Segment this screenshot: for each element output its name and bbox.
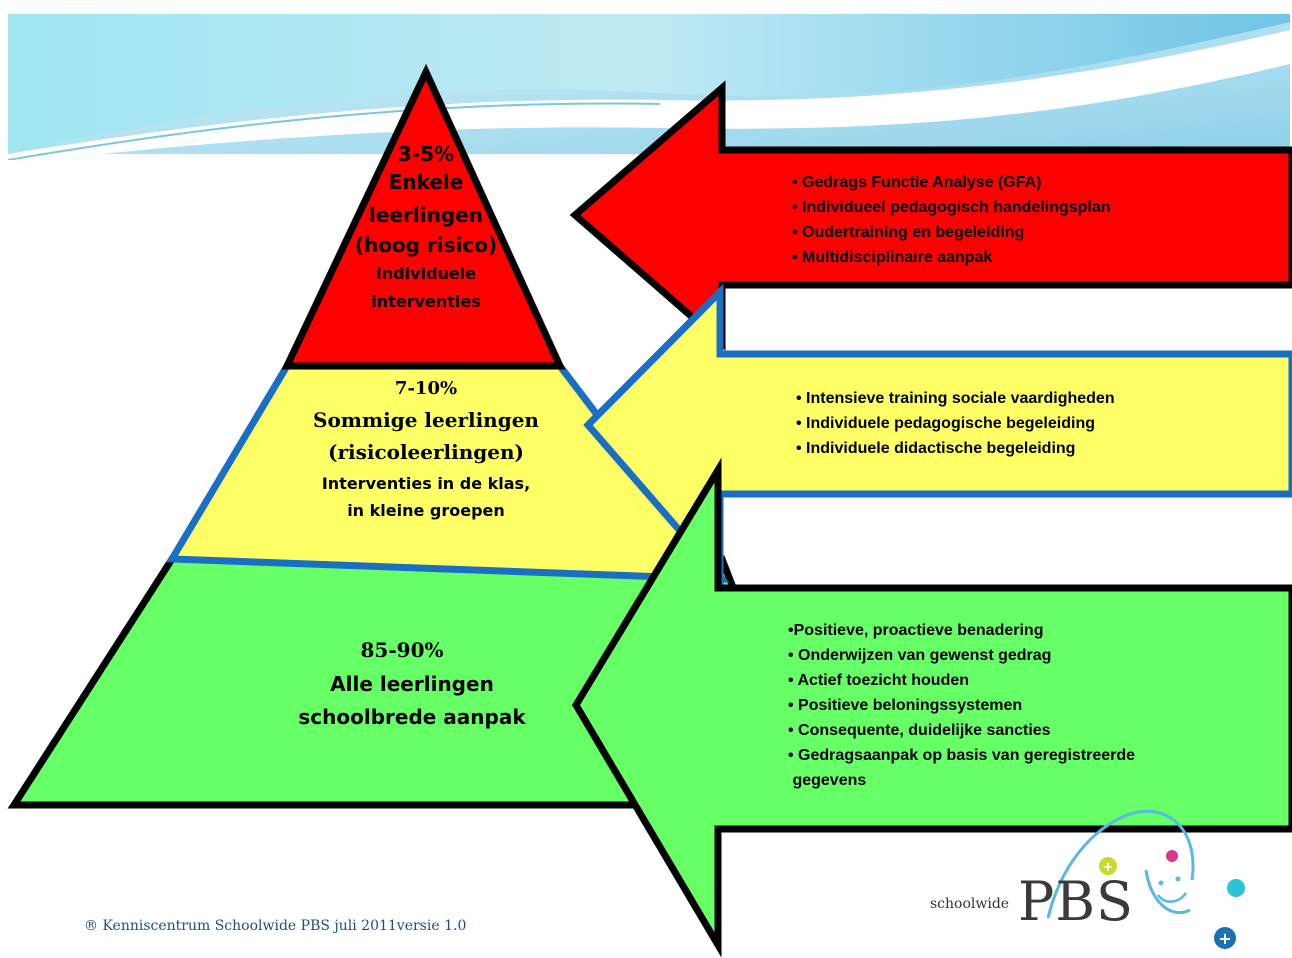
- red-arrow-item: • Multidisciplinaire aanpak: [792, 249, 993, 266]
- bottom-tier-line2: schoolbrede aanpak: [298, 705, 526, 729]
- yellow-arrow-item: • Intensieve training sociale vaardighed…: [796, 390, 1115, 407]
- logo-pbs-text: PBS: [1018, 870, 1135, 933]
- top-tier-line5: interventies: [371, 292, 481, 311]
- red-arrow-item: • Oudertraining en begeleiding: [792, 224, 1025, 241]
- logo-schoolwide-text: schoolwide: [930, 896, 1010, 912]
- red-arrow-item: • Individueel pedagogisch handelingsplan: [792, 199, 1111, 216]
- top-tier-line2: leerlingen: [369, 203, 483, 227]
- green-arrow: [571, 457, 1292, 958]
- top-tier-line1: Enkele: [388, 170, 464, 194]
- bottom-tier-percent: 85-90%: [360, 638, 444, 662]
- green-arrow-list: •Positieve, proactieve benadering • Onde…: [788, 618, 1135, 793]
- green-arrow-item: • Onderwijzen van gewenst gedrag: [788, 647, 1052, 664]
- green-arrow-item: •Positieve, proactieve benadering: [788, 622, 1044, 639]
- top-tier-line3: (hoog risico): [354, 233, 498, 257]
- svg-text:+: +: [1218, 929, 1231, 948]
- green-arrow-item: • Actief toezicht houden: [788, 672, 970, 689]
- red-arrow-item: • Gedrags Functie Analyse (GFA): [792, 174, 1042, 191]
- pbs-logo-graphic: + +: [1046, 809, 1245, 949]
- middle-tier-line3: Interventies in de klas,: [321, 474, 531, 493]
- green-arrow-item: • Gedragsaanpak op basis van geregistree…: [788, 747, 1136, 764]
- bottom-tier-line1: Alle leerlingen: [330, 672, 494, 696]
- pyramid-top-tier: [281, 63, 566, 370]
- footer-copyright: ® Kenniscentrum Schoolwide PBS juli 2011…: [84, 918, 467, 934]
- yellow-arrow-list: • Intensieve training sociale vaardighed…: [796, 386, 1115, 461]
- svg-text:+: +: [1103, 860, 1114, 875]
- green-arrow-item: • Positieve beloningssystemen: [788, 697, 1023, 714]
- top-tier-percent: 3-5%: [397, 142, 455, 166]
- top-tier-line4: Individuele: [375, 264, 477, 283]
- green-arrow-item: • Consequente, duidelijke sancties: [788, 722, 1051, 739]
- yellow-arrow-item: • Individuele didactische begeleiding: [796, 440, 1076, 457]
- middle-tier-percent: 7-10%: [394, 378, 458, 399]
- middle-tier-line4: in kleine groepen: [347, 501, 505, 520]
- middle-tier-line2: (risicoleerlingen): [327, 440, 524, 464]
- red-arrow-list: • Gedrags Functie Analyse (GFA) • Indivi…: [792, 170, 1111, 270]
- green-arrow-item: gegevens: [788, 772, 867, 789]
- yellow-arrow-item: • Individuele pedagogische begeleiding: [796, 415, 1095, 432]
- middle-tier-line1: Sommige leerlingen: [313, 408, 539, 432]
